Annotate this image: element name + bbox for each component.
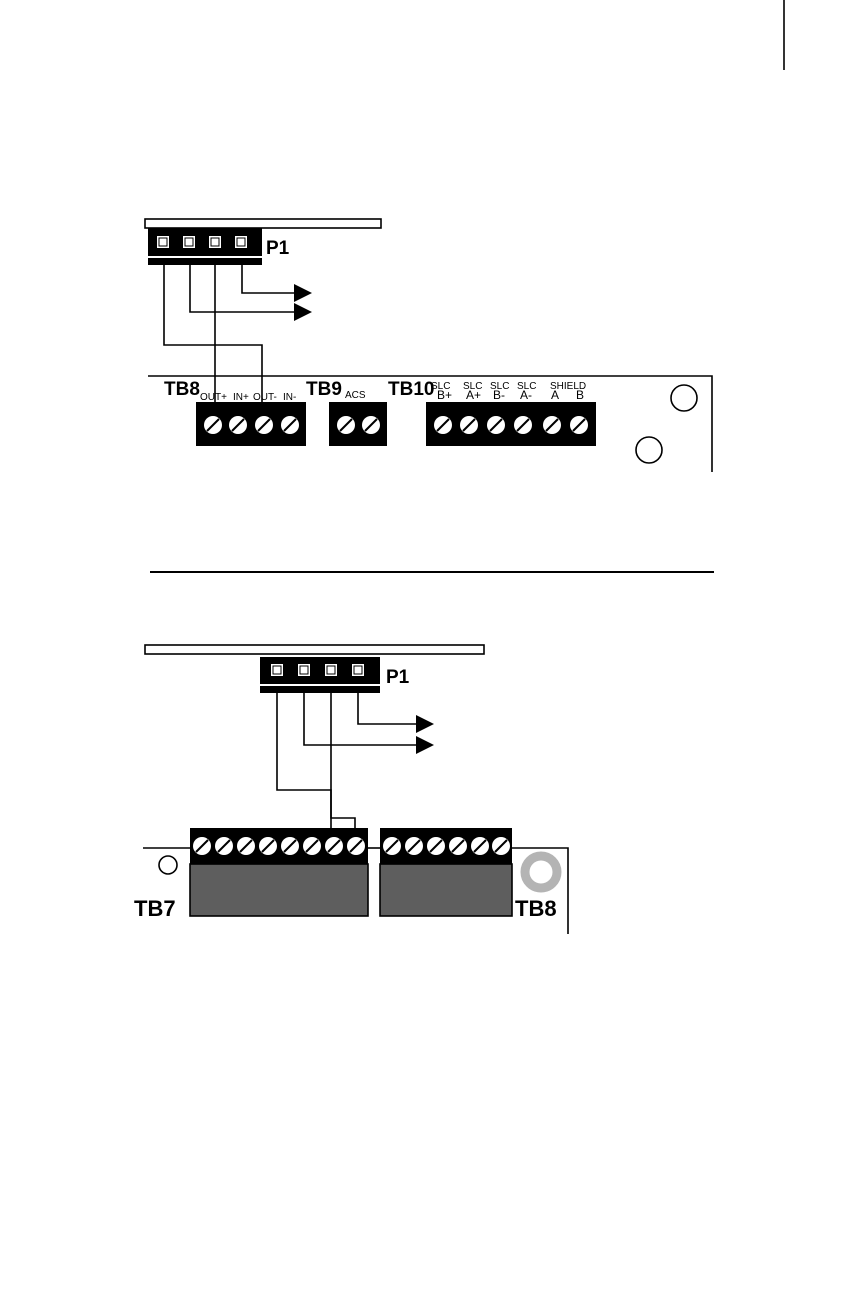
- p1-label: P1: [386, 667, 410, 688]
- tb10-terminal-block: [426, 402, 596, 446]
- p1-connector: [148, 228, 262, 265]
- board-strip: [145, 645, 484, 654]
- p1-connector: [260, 657, 380, 693]
- tb9-terminal-block: [329, 402, 387, 446]
- tb8-pin-3: OUT-: [253, 392, 277, 403]
- tb10-bottom-3: B-: [493, 388, 505, 402]
- tb10-bottom-2: A+: [466, 388, 481, 402]
- p1-label: P1: [266, 238, 290, 259]
- tb7-terminal-block: [190, 828, 368, 916]
- tb7-label: TB7: [134, 896, 176, 921]
- mounting-hole: [159, 856, 177, 874]
- tb8-label: TB8: [515, 896, 557, 921]
- tb10-bottom-1: B+: [437, 388, 452, 402]
- grey-standoff: [525, 856, 557, 888]
- tb8-pin-1: OUT+: [200, 392, 227, 403]
- board-strip: [145, 219, 381, 228]
- tb10-bottom-6: B: [576, 388, 584, 402]
- top-diagram: P1 TB8 OUT+ IN+ OUT- IN-: [145, 219, 712, 472]
- tb8-terminal-block: [380, 828, 512, 916]
- tb9-pin: ACS: [345, 390, 366, 401]
- tb10-label: TB10: [388, 379, 434, 400]
- mounting-hole: [636, 437, 662, 463]
- tb9-label: TB9: [306, 379, 342, 400]
- bottom-wires: [277, 686, 434, 836]
- tb8-pin-2: IN+: [233, 392, 249, 403]
- tb8-pin-4: IN-: [283, 392, 296, 403]
- bottom-diagram: P1: [134, 645, 568, 934]
- tb10-bottom-5: A: [551, 388, 559, 402]
- tb8-terminal-block: [196, 402, 306, 446]
- tb8-label: TB8: [164, 379, 200, 400]
- mounting-hole: [671, 385, 697, 411]
- tb10-bottom-4: A-: [520, 388, 532, 402]
